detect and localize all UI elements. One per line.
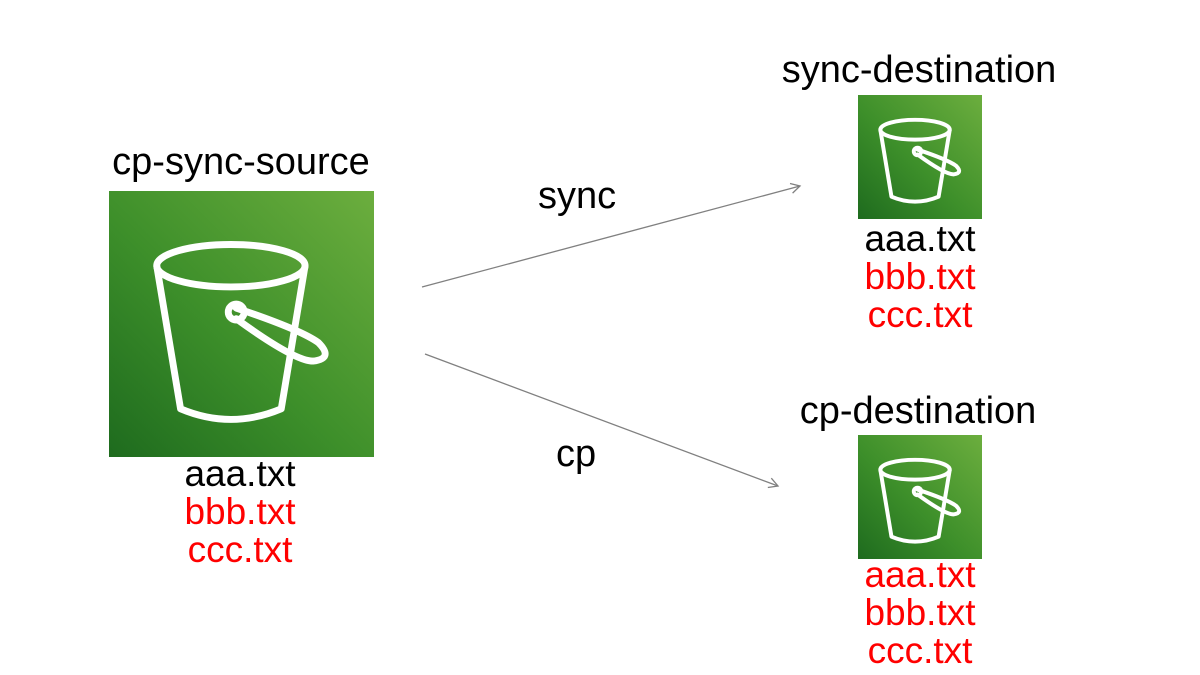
sync-arrow: [421, 182, 802, 288]
cp-destination-title: cp-destination: [799, 390, 1037, 432]
sync-destination-file-ccc: ccc.txt: [867, 294, 973, 335]
sync-destination-file-aaa: aaa.txt: [864, 218, 976, 259]
source-bucket-icon: [109, 191, 374, 457]
sync-destination-file-list: aaa.txt bbb.txt ccc.txt: [820, 220, 1020, 334]
source-file-ccc: ccc.txt: [187, 529, 293, 570]
cp-destination-file-ccc: ccc.txt: [867, 630, 973, 671]
source-file-list: aaa.txt bbb.txt ccc.txt: [140, 455, 340, 569]
cp-destination-file-bbb: bbb.txt: [864, 592, 976, 633]
source-bucket-title: cp-sync-source: [112, 141, 370, 183]
cp-destination-file-list: aaa.txt bbb.txt ccc.txt: [820, 556, 1020, 670]
sync-destination-title: sync-destination: [781, 49, 1057, 91]
cp-destination-bucket-icon: [858, 435, 982, 559]
sync-destination-bucket-icon: [858, 95, 982, 219]
bucket-icon: [878, 457, 962, 544]
sync-label: sync: [538, 175, 617, 217]
bucket-icon: [878, 117, 962, 204]
sync-destination-file-bbb: bbb.txt: [864, 256, 976, 297]
cp-arrow: [424, 353, 780, 489]
source-file-aaa: aaa.txt: [184, 453, 296, 494]
cp-destination-file-aaa: aaa.txt: [864, 554, 976, 595]
cp-label: cp: [556, 433, 597, 475]
source-file-bbb: bbb.txt: [184, 491, 296, 532]
bucket-icon: [153, 241, 329, 423]
